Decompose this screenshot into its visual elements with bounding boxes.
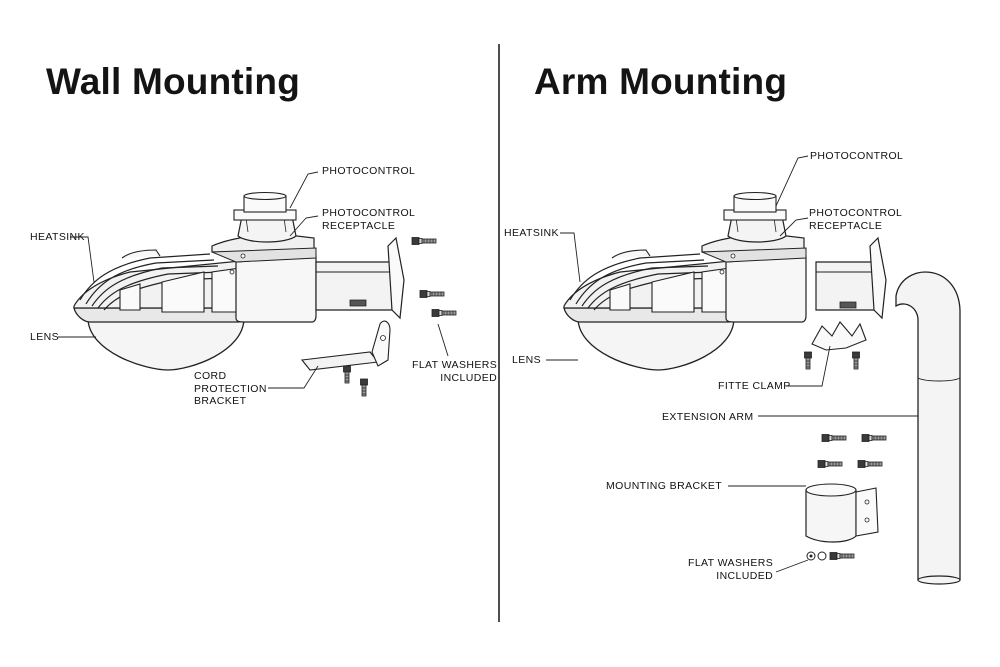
arm-heatsink-label: HEATSINK <box>504 227 559 239</box>
mounting-bracket-shape <box>805 483 879 543</box>
arm-photocontrol-label: PHOTOCONTROL <box>810 150 904 162</box>
extension-arm-shape <box>895 271 961 584</box>
screw-icon <box>817 460 843 468</box>
wall-fixture-drawing <box>73 191 405 371</box>
screw-icon <box>857 460 883 468</box>
arm-receptacle-label: PHOTOCONTROL RECEPTACLE <box>809 207 903 232</box>
arm-fixture-drawing <box>563 191 887 371</box>
screw-icon <box>343 365 351 384</box>
arm-lens-label: LENS <box>512 354 542 366</box>
screw-icon <box>360 378 368 397</box>
wall-photocontrol-label: PHOTOCONTROL <box>322 165 416 177</box>
screw-icon <box>861 434 887 442</box>
arm-flat-washers-label: FLAT WASHERS INCLUDED <box>688 557 774 582</box>
screw-icon <box>411 237 437 245</box>
screw-icon <box>821 434 847 442</box>
arm-fitte-clamp-label: FITTE CLAMP <box>718 380 791 392</box>
arm-extension-arm-label: EXTENSION ARM <box>662 411 754 423</box>
screw-icon <box>431 309 457 317</box>
arm-leader-lines <box>546 155 918 573</box>
wall-cord-bracket-label: CORD PROTECTION BRACKET <box>194 370 267 407</box>
wall-flat-washers-label: FLAT WASHERS INCLUDED <box>412 359 498 384</box>
fitte-clamp-shape <box>811 321 867 351</box>
arm-mounting-bracket-label: MOUNTING BRACKET <box>606 480 723 492</box>
screw-icon <box>852 351 860 370</box>
wall-receptacle-label: PHOTOCONTROL RECEPTACLE <box>322 207 416 232</box>
screw-icon <box>829 552 855 560</box>
arm-mounting-title: Arm Mounting <box>534 61 788 102</box>
screw-icon <box>419 290 445 298</box>
wall-heatsink-label: HEATSINK <box>30 231 85 243</box>
wall-mounting-title: Wall Mounting <box>46 61 300 102</box>
screw-icon <box>804 351 812 370</box>
wall-lens-label: LENS <box>30 331 60 343</box>
wall-leader-lines <box>58 171 449 389</box>
